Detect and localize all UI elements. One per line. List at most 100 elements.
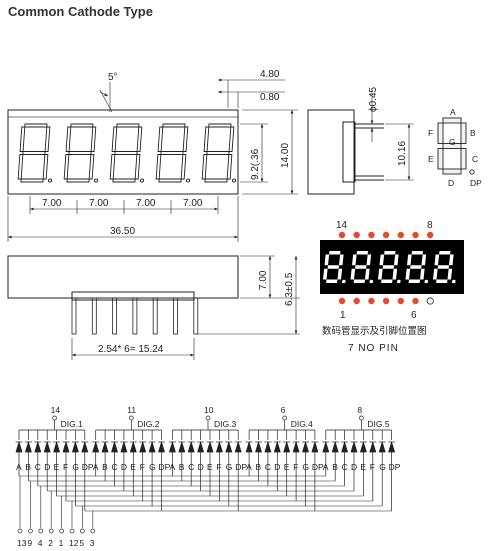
step-label: 0.80 xyxy=(260,92,280,103)
segment-pin-label-6: 12 xyxy=(69,538,79,548)
segment-pin-12 xyxy=(69,528,75,534)
diode-5-d xyxy=(350,440,358,453)
front-view xyxy=(7,78,298,242)
pin-dot-bottom-1 xyxy=(338,297,346,305)
diode-5-e xyxy=(359,440,367,453)
segment-pin-5 xyxy=(80,528,85,534)
pin-view-subcaption: 7 NO PIN xyxy=(348,343,399,354)
segment-5-e: E xyxy=(360,462,366,472)
diode-3-g xyxy=(225,440,233,453)
diode-1-b xyxy=(24,440,32,453)
segment-pin-label-7: 5 xyxy=(79,538,84,548)
diode-4-f xyxy=(292,440,300,453)
pin-length-label: 6.3±0.5 xyxy=(284,272,295,306)
segment-pin-9 xyxy=(28,528,33,534)
pitch-label-4: 7.00 xyxy=(183,198,203,209)
segment-1-f: F xyxy=(63,462,68,472)
digit-pin-label-3: 10 xyxy=(204,405,214,415)
segment-1-dp: DP xyxy=(82,462,94,472)
segment-pin-3 xyxy=(90,528,96,534)
diode-3-c xyxy=(187,440,195,453)
diode-4-a xyxy=(245,440,253,453)
segment-5-d: D xyxy=(351,462,357,472)
segment-2-e: E xyxy=(130,462,136,472)
thickness-label: 4.80 xyxy=(260,69,280,80)
digit-group-2 xyxy=(92,415,165,511)
segment-2-f: F xyxy=(140,462,145,472)
pin-view-digit-2 xyxy=(350,251,374,284)
diode-4-b xyxy=(255,440,262,453)
segment-4-g: G xyxy=(303,462,310,472)
segment-4-f: F xyxy=(293,462,298,472)
segment-1-b: B xyxy=(25,462,31,472)
bottom-view xyxy=(7,255,300,360)
pin-view-digit-1 xyxy=(323,251,346,284)
segment-label-c: C xyxy=(472,154,478,164)
segment-pin-label-3: 4 xyxy=(38,538,43,548)
diode-3-a xyxy=(168,440,176,453)
diode-2-f xyxy=(139,440,147,453)
pin-label-1: 1 xyxy=(340,310,346,321)
segment-3-g: G xyxy=(226,462,233,472)
segment-5-b: B xyxy=(332,462,338,472)
front-digits xyxy=(17,123,237,183)
pin-label-14: 14 xyxy=(336,220,348,231)
pin-dot-top-6 xyxy=(412,231,419,239)
digit-pin-label-5: 8 xyxy=(357,405,362,415)
pin-dot-top-5 xyxy=(397,231,404,239)
digit-pin-6 xyxy=(282,415,288,421)
segment-2-b: B xyxy=(102,462,108,472)
segment-5-dp: DP xyxy=(389,462,401,472)
diode-5-a xyxy=(322,440,330,453)
front-digit-5 xyxy=(201,123,237,183)
bottom-pin-4 xyxy=(132,297,138,335)
diode-5-c xyxy=(341,440,349,453)
digit-pin-14 xyxy=(52,415,57,421)
diode-2-b xyxy=(101,440,109,453)
pin-view-caption: 数码管显示及引脚位置图 xyxy=(322,325,427,337)
segment-4-dp: DP xyxy=(312,462,324,472)
width-label: 36.50 xyxy=(110,226,135,237)
bottom-pin-2 xyxy=(91,297,97,335)
segment-2-a: A xyxy=(93,462,99,472)
digit-pin-label-4: 6 xyxy=(281,405,286,415)
diode-1-dp xyxy=(81,440,89,453)
segment-pin-4 xyxy=(38,528,44,534)
pin-dot-bottom-3 xyxy=(368,297,375,305)
segment-pin-label-5: 1 xyxy=(59,538,64,548)
segment-label-a: A xyxy=(450,107,456,117)
segment-4-d: D xyxy=(274,462,280,472)
pin-dot-top-1 xyxy=(338,231,346,239)
segment-5-g: G xyxy=(379,462,386,472)
page-title: Common Cathode Type xyxy=(8,4,153,19)
segment-2-g: G xyxy=(149,462,156,472)
front-digit-3 xyxy=(109,123,145,183)
diode-4-dp xyxy=(311,440,319,453)
bottom-pin-6 xyxy=(173,297,178,335)
pitch-label-3: 7.00 xyxy=(136,198,156,209)
segment-4-c: C xyxy=(265,462,271,472)
digit-label-1: DIG.1 xyxy=(61,419,83,429)
diode-2-dp xyxy=(158,440,165,453)
side-view xyxy=(307,88,414,195)
digit-label-3: DIG.3 xyxy=(214,419,236,429)
diode-2-a xyxy=(92,440,100,453)
body-height-label: 7.00 xyxy=(258,270,269,290)
segment-pin-label-4: 2 xyxy=(48,538,53,548)
segment-label-dp: DP xyxy=(470,178,482,188)
digit-label-2: DIG.2 xyxy=(137,419,159,429)
pin-dot-top-7 xyxy=(427,231,434,239)
bottom-pin-1 xyxy=(71,297,77,335)
segment-label-g: G xyxy=(449,137,456,147)
diode-1-g xyxy=(71,440,79,453)
segment-pin-label-2: 9 xyxy=(27,538,32,548)
segment-4-e: E xyxy=(284,462,290,472)
segment-3-d: D xyxy=(198,462,204,472)
diode-3-e xyxy=(206,440,214,453)
segment-pin-1 xyxy=(59,528,64,534)
pin-label-8: 8 xyxy=(427,220,433,231)
segment-map-digit xyxy=(437,117,475,175)
segment-1-c: C xyxy=(35,462,41,472)
